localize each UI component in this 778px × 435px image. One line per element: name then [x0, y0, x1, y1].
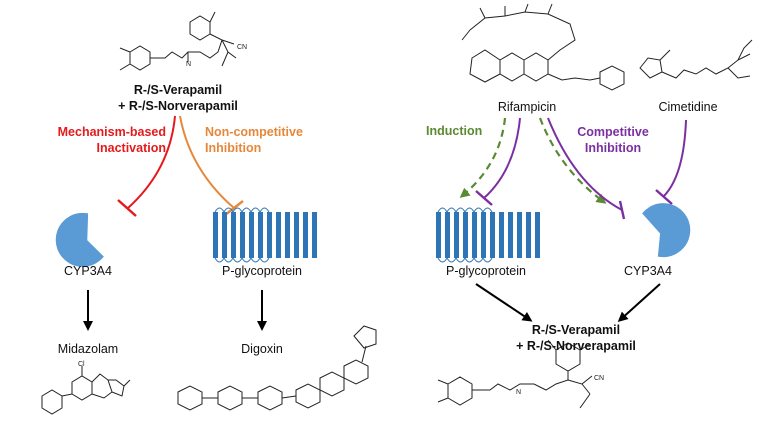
transporter-icon-right [436, 212, 540, 258]
left-compound-line1: R-/S-Verapamil [133, 83, 223, 97]
verapamil-structure-icon [119, 11, 237, 71]
mechanism-inhibition-arrow [127, 115, 176, 209]
right-transporter-label: P-glycoprotein [446, 264, 526, 278]
competitive-line1: Competitive [577, 125, 649, 139]
enzyme-icon-right [642, 203, 691, 258]
mechanism-label: Mechanism-based Inactivation [58, 124, 166, 156]
competitive-label: Competitive Inhibition [577, 124, 649, 156]
midazolam-structure-icon [41, 366, 131, 415]
competitive-arrow-pgp [483, 117, 521, 199]
cimetidine-structure-icon [639, 39, 753, 79]
mechanism-line1: Mechanism-based [57, 125, 166, 139]
pgp-to-verapamil-arrow [475, 283, 533, 322]
rifampicin-label: Rifampicin [497, 100, 557, 114]
transporter-icon-left [213, 212, 317, 258]
right-product-line2: + R-/S-Norverapamil [516, 339, 636, 353]
left-enzyme-label: CYP3A4 [64, 264, 112, 278]
svg-text:N: N [186, 61, 191, 68]
right-enzyme-label: CYP3A4 [624, 264, 672, 278]
left-transporter-label: P-glycoprotein [222, 264, 302, 278]
noncompetitive-line1: Non-competitive [205, 125, 303, 139]
induction-label: Induction [426, 124, 483, 138]
digoxin-structure-icon [177, 325, 377, 411]
digoxin-label: Digoxin [241, 342, 283, 356]
competitive-line2: Inhibition [584, 141, 642, 155]
cimetidine-inhibition-arrow [663, 119, 687, 197]
induction-arrow-cyp [538, 117, 607, 204]
noncompetitive-tee [224, 200, 244, 216]
svg-text:CN: CN [237, 44, 247, 51]
svg-text:CN: CN [594, 375, 604, 382]
svg-text:Cl: Cl [78, 361, 85, 368]
verapamil-product-structure-icon [437, 339, 593, 409]
cimetidine-label: Cimetidine [658, 100, 718, 114]
mechanism-tee [117, 199, 137, 217]
noncompetitive-line2: Inhibition [205, 141, 262, 155]
left-compound-label: R-/S-Verapamil + R-/S-Norverapamil [118, 82, 238, 114]
svg-text:N: N [516, 389, 521, 396]
noncompetitive-inhibition-arrow [179, 115, 235, 209]
mechanism-line2: Inactivation [96, 141, 166, 155]
right-product-line1: R-/S-Verapamil [531, 323, 621, 337]
competitive-arrow-cyp [547, 117, 623, 211]
left-compound-line2: + R-/S-Norverapamil [118, 99, 238, 113]
cyp-to-verapamil-arrow [617, 283, 661, 323]
rifampicin-structure-icon [461, 3, 625, 91]
enzyme-icon-left [55, 212, 104, 267]
midazolam-label: Midazolam [57, 342, 119, 356]
right-product-label: R-/S-Verapamil + R-/S-Norverapamil [516, 322, 636, 354]
noncompetitive-label: Non-competitive Inhibition [205, 124, 303, 156]
